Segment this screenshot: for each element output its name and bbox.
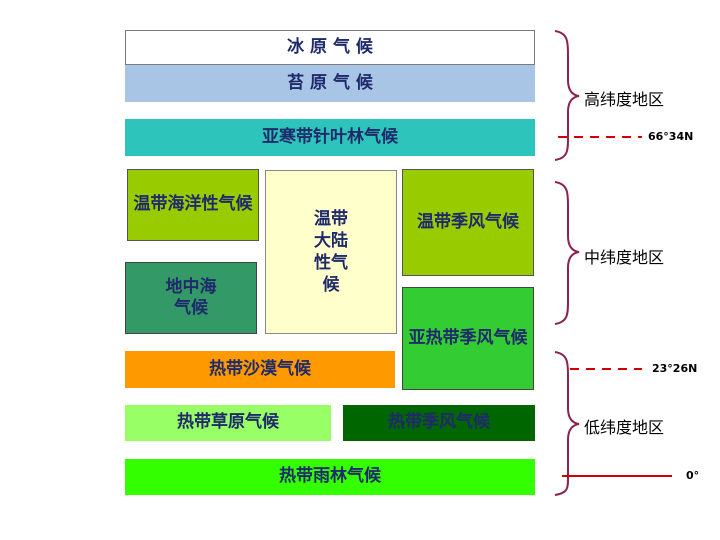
temperate-maritime-climate-box: 温带海洋性气候	[127, 169, 259, 241]
subarctic-climate-label: 亚寒带针叶林气候	[262, 126, 398, 147]
temperate-continental-climate-label: 温带 大陆 性气 候	[314, 208, 348, 296]
tropical-desert-climate-label: 热带沙漠气候	[209, 358, 311, 379]
tundra-climate-box: 苔 原 气 候	[125, 65, 535, 102]
tundra-climate-label: 苔 原 气 候	[287, 72, 373, 93]
tropical-savanna-climate-label: 热带草原气候	[177, 412, 279, 433]
tropic-latitude-label: 23°26N	[652, 362, 698, 375]
high-latitude-bracket	[554, 30, 580, 161]
ice-cap-climate-label: 冰 原 气 候	[287, 36, 373, 57]
temperate-maritime-climate-label: 温带海洋性气候	[133, 194, 253, 215]
subtropical-monsoon-climate-label: 亚热带季风气候	[408, 327, 528, 348]
mediterranean-climate-box: 地中海 气候	[125, 262, 257, 334]
ice-cap-climate-box: 冰 原 气 候	[125, 30, 535, 65]
subarctic-climate-box: 亚寒带针叶林气候	[125, 119, 535, 156]
high-latitude-zone-label: 高纬度地区	[584, 90, 665, 109]
low-latitude-zone-label: 低纬度地区	[584, 418, 665, 437]
temperate-continental-climate-box: 温带 大陆 性气 候	[265, 170, 397, 334]
tropical-rainforest-climate-box: 热带雨林气候	[125, 459, 535, 495]
temperate-monsoon-climate-label: 温带季风气候	[417, 211, 519, 232]
tropical-monsoon-climate-label: 热带季风气候	[388, 412, 490, 433]
tropical-rainforest-climate-label: 热带雨林气候	[279, 466, 381, 487]
temperate-monsoon-climate-box: 温带季风气候	[402, 169, 534, 276]
tropical-savanna-climate-box: 热带草原气候	[125, 405, 331, 441]
tropical-monsoon-climate-box: 热带季风气候	[343, 405, 535, 441]
low-latitude-bracket	[554, 351, 580, 496]
mid-latitude-bracket	[554, 181, 580, 325]
mediterranean-climate-label: 地中海 气候	[165, 276, 217, 318]
subtropical-monsoon-climate-box: 亚热带季风气候	[402, 287, 534, 390]
tropical-desert-climate-box: 热带沙漠气候	[125, 351, 395, 388]
equator-latitude-label: 0°	[686, 469, 700, 482]
arctic-circle-latitude-label: 66°34N	[648, 130, 694, 143]
mid-latitude-zone-label: 中纬度地区	[584, 248, 665, 267]
